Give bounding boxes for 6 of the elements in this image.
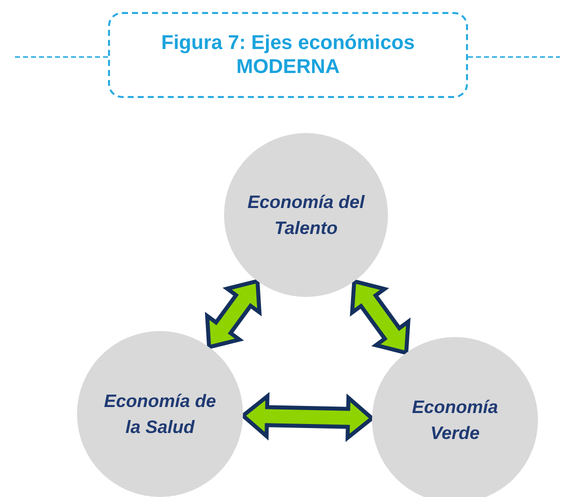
node-label: Economía Verde [410,396,500,445]
node-label: Economía de la Salud [102,390,218,439]
node-label: Economía del Talento [246,191,366,240]
title: Figura 7: Ejes económicos MODERNA [160,31,416,79]
double-arrow [350,278,411,356]
double-arrow [204,278,262,350]
